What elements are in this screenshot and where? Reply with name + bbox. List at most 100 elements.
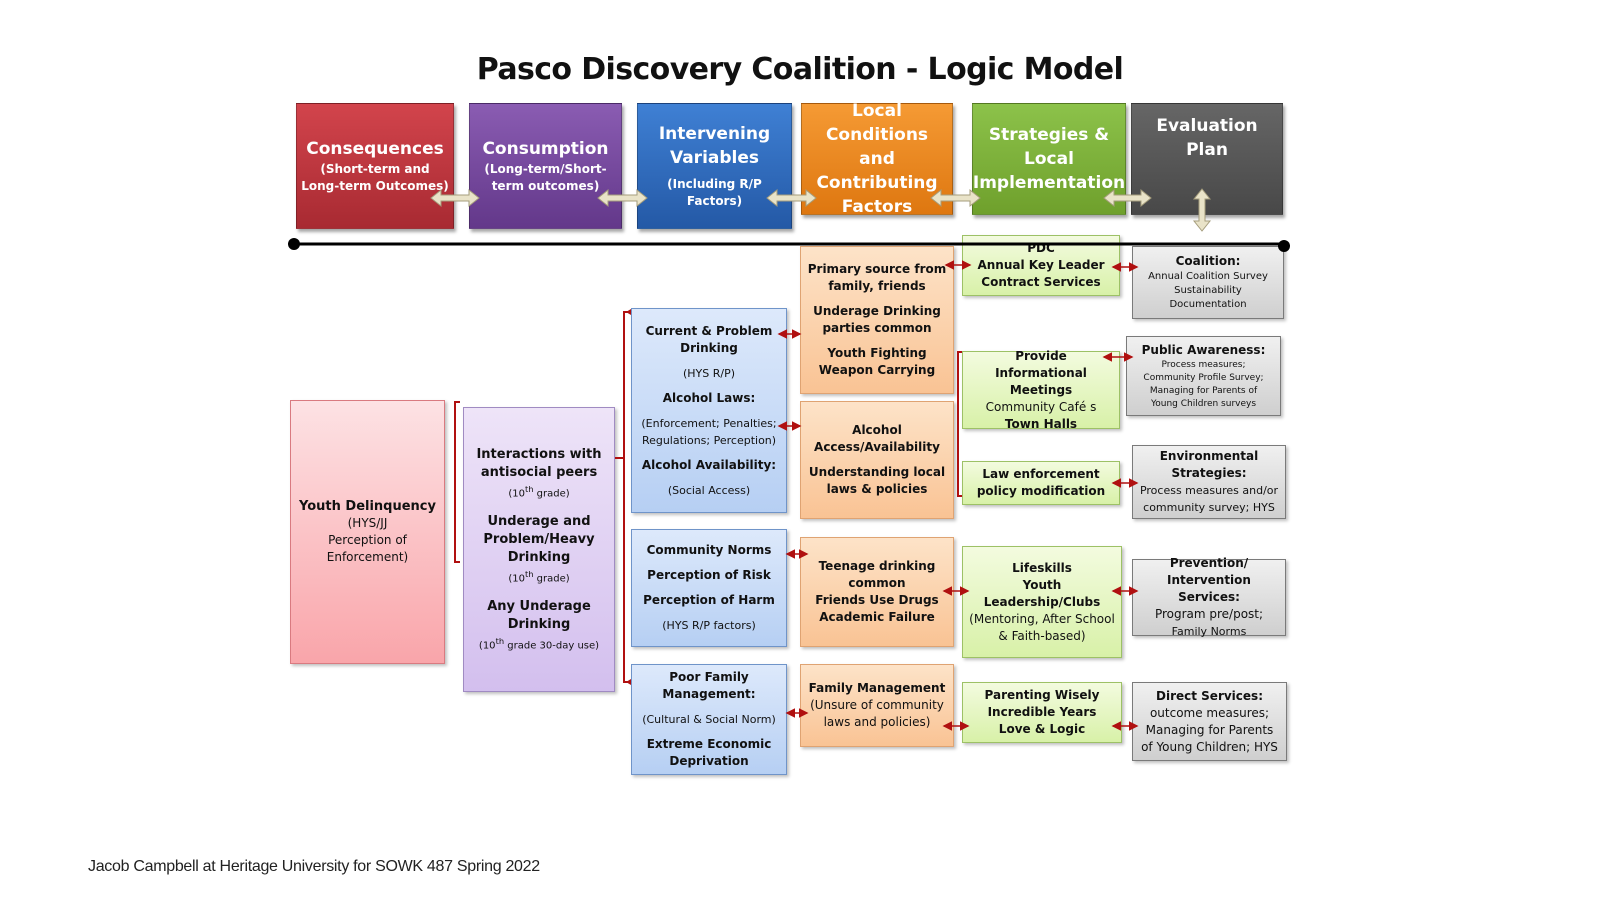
parenting-wisely-label: Parenting Wisely: [984, 688, 1100, 702]
social-access-note: (Social Access): [667, 483, 751, 497]
header-evaluation-title: Evaluation Plan: [1156, 116, 1258, 160]
pre-post-note: Program pre/post;: [1154, 607, 1264, 621]
youth-delinquency-box: Youth Delinquency (HYS/JJ Perception of …: [290, 400, 445, 664]
love-logic-label: Love & Logic: [998, 722, 1086, 736]
mentoring-note: (Mentoring, After School & Faith-based): [969, 611, 1115, 643]
law-enforcement-label: Law enforcement policy modification: [976, 467, 1106, 498]
intervening-box-norms: Community Norms Perception of Risk Perce…: [631, 529, 787, 647]
header-consequences-title: Consequences: [306, 139, 444, 159]
profile-survey-note: Community Profile Survey;: [1143, 372, 1264, 383]
unsure-laws-note: (Unsure of community laws and policies): [810, 698, 944, 729]
youth-delinquency-title: Youth Delinquency: [299, 499, 436, 514]
footer-credit: Jacob Campbell at Heritage University fo…: [88, 858, 540, 875]
header-intervening-title: Intervening Variables: [658, 124, 771, 168]
header-arrow-4: [930, 188, 981, 208]
local-box-access: Alcohol Access/Availability Understandin…: [800, 401, 954, 519]
cafes-label: Community Café s: [985, 399, 1097, 414]
cultural-note: (Cultural & Social Norm): [642, 713, 776, 726]
header-local-conditions: Local Conditions and Contributing Factor…: [801, 101, 953, 217]
eval-box-coalition: Coalition: Annual Coalition Survey Susta…: [1132, 246, 1284, 319]
strategy-box-meetings: Provide Informational Meetings Community…: [962, 348, 1120, 431]
timeline-end-dot: [1278, 240, 1290, 252]
environmental-label: Environmental Strategies:: [1159, 449, 1259, 480]
hys-note: (HYS R/P): [682, 366, 736, 380]
bracket-consequence-consumption: [454, 401, 460, 563]
header-arrow-1: [430, 188, 480, 208]
youth-delinquency-line: (HYS/JJ: [347, 516, 388, 530]
underage-drinking-label: Any Underage Drinking: [487, 599, 591, 633]
header-strategies-title: Strategies & Local Implementation: [972, 125, 1126, 193]
eval-box-prevention: Prevention/ Intervention Services: Progr…: [1132, 556, 1286, 638]
intervening-box-drinking: Current & Problem Drinking (HYS R/P) Alc…: [631, 308, 787, 513]
access-label: Alcohol Access/Availability: [814, 423, 940, 454]
bracket-consumption-intervening: [615, 311, 631, 683]
local-box-family: Family Management (Unsure of community l…: [800, 664, 954, 747]
public-awareness-label: Public Awareness:: [1141, 342, 1266, 357]
leadership-label: Leadership/Clubs: [983, 594, 1101, 609]
strategy-box-parenting: Parenting Wisely Incredible Years Love &…: [962, 682, 1122, 743]
children-surveys-note: Young Children surveys: [1150, 398, 1257, 409]
family-norms-note: Family Norms: [1171, 625, 1247, 638]
eval-box-public: Public Awareness: Process measures; Comm…: [1126, 336, 1281, 416]
primary-source-label: Primary source from family, friends: [807, 262, 947, 293]
lifeskills-label: Lifeskills: [1012, 560, 1072, 575]
incredible-years-label: Incredible Years: [987, 705, 1097, 719]
academic-failure-label: Academic Failure: [819, 610, 935, 624]
header-local-title: Local Conditions and Contributing Factor…: [816, 101, 938, 217]
coalition-label: Coalition:: [1175, 254, 1241, 268]
bracket-arrowhead: [626, 309, 631, 685]
meetings-label: Provide Informational Meetings: [995, 348, 1087, 397]
header-consequences-sub: (Short-term and Long-term Outcomes): [301, 162, 449, 193]
intervening-box-family: Poor Family Management: (Cultural & Soci…: [631, 664, 787, 775]
grade-note: (10th grade): [508, 483, 570, 499]
direct-services-label: Direct Services:: [1156, 688, 1263, 703]
documentation-note: Documentation: [1169, 299, 1247, 310]
survey-note: Annual Coalition Survey: [1148, 271, 1268, 282]
laws-note: (Enforcement; Penalties; Regulations; Pe…: [641, 416, 777, 447]
antisocial-peers-label: Interactions with antisocial peers: [476, 446, 602, 480]
key-leader-label: Annual Key Leader: [977, 258, 1105, 272]
contract-label: Contract Services: [981, 275, 1101, 289]
alcohol-availability-label: Alcohol Availability:: [641, 457, 777, 472]
managing-note: Managing for Parents: [1145, 722, 1274, 737]
header-consumption-title: Consumption: [482, 139, 609, 159]
header-intervening: Intervening Variables (Including R/P Fac…: [637, 103, 792, 229]
young-children-note: of Young Children; HYS: [1141, 739, 1278, 754]
timeline-start-dot: [288, 238, 300, 250]
grade-note: (10th grade): [508, 568, 570, 585]
parties-label: Underage Drinking parties common: [813, 304, 941, 335]
community-norms-label: Community Norms: [646, 543, 772, 557]
local-laws-label: Understanding local laws & policies: [808, 465, 946, 496]
friends-drugs-label: Friends Use Drugs: [815, 593, 939, 607]
current-drinking-label: Current & Problem Drinking: [645, 323, 773, 355]
sustainability-note: Sustainability: [1174, 285, 1242, 296]
economic-label: Extreme Economic Deprivation: [646, 737, 772, 768]
bracket-strategies: [957, 351, 962, 497]
risk-label: Perception of Risk: [647, 568, 771, 582]
town-halls-label: Town Halls: [1004, 416, 1078, 431]
header-consequences: Consequences (Short-term and Long-term O…: [296, 103, 454, 229]
header-intervening-sub: (Including R/P Factors): [667, 177, 762, 208]
alcohol-laws-label: Alcohol Laws:: [662, 390, 756, 405]
environmental-note: Process measures and/or community survey…: [1139, 484, 1279, 514]
youth-delinquency-line: Perception of: [328, 533, 407, 547]
teen-drinking-label: Teenage drinking common: [818, 559, 936, 590]
consumption-box: Interactions with antisocial peers (10th…: [463, 407, 615, 692]
heavy-drinking-label: Underage and Problem/Heavy Drinking: [483, 513, 595, 565]
local-box-teen: Teenage drinking common Friends Use Drug…: [800, 537, 954, 647]
family-management-local-label: Family Management: [808, 681, 946, 695]
header-arrow-2: [597, 188, 648, 208]
harm-label: Perception of Harm: [643, 593, 775, 607]
outcome-note: outcome measures;: [1149, 705, 1270, 720]
strategy-box-lifeskills: Lifeskills Youth Leadership/Clubs (Mento…: [962, 546, 1122, 658]
header-strategies: Strategies & Local Implementation: [972, 103, 1126, 215]
prevention-label: Prevention/ Intervention Services:: [1167, 556, 1251, 604]
local-box-sources: Primary source from family, friends Unde…: [800, 246, 954, 394]
header-consumption: Consumption (Long-term/Short-term outcom…: [469, 103, 622, 229]
hys-factors-note: (HYS R/P factors): [662, 619, 756, 632]
youth-delinquency-line: Enforcement): [326, 550, 409, 564]
eval-box-environmental: Environmental Strategies: Process measur…: [1132, 445, 1286, 519]
youth-label: Youth: [1022, 577, 1062, 592]
page-title: Pasco Discovery Coalition - Logic Model: [476, 52, 1124, 87]
